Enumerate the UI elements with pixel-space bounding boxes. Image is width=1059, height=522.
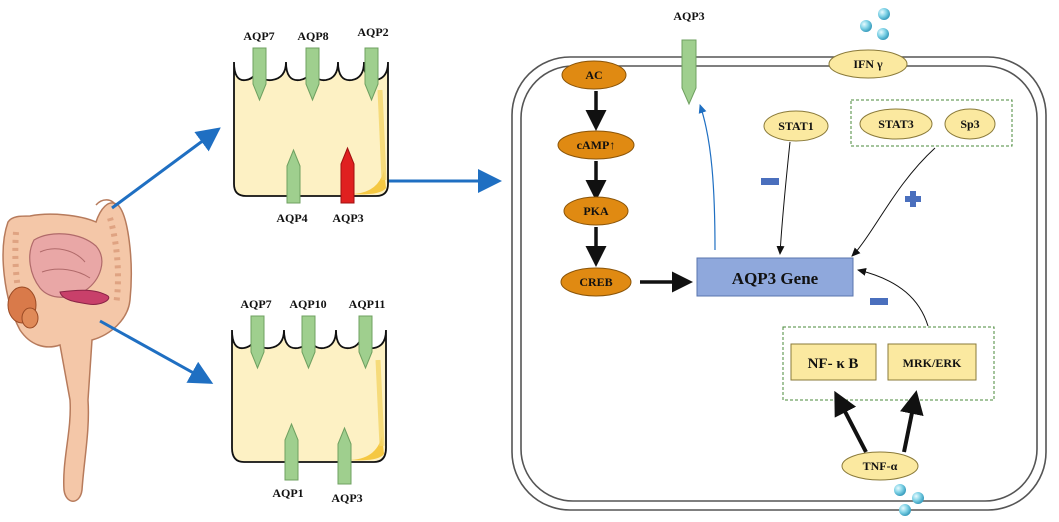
intestine-illustration — [2, 199, 132, 502]
membrane-aqp3-label: AQP3 — [673, 9, 704, 23]
aqp3-gene-box — [696, 257, 854, 297]
bottom-label-aqp10: AQP10 — [289, 297, 326, 311]
tnf-bubbles — [894, 484, 924, 516]
sp3-label: Sp3 — [960, 117, 979, 131]
stat3-plus-sign — [905, 191, 921, 207]
bottom-label-aqp11: AQP11 — [349, 297, 386, 311]
bottom-channels — [250, 315, 373, 485]
top-label-aqp2: AQP2 — [357, 25, 388, 39]
stat1-to-gene-arrow — [776, 141, 791, 255]
top-channels — [252, 47, 379, 204]
top-label-aqp3: AQP3 — [332, 211, 363, 225]
ac-label: AC — [585, 68, 602, 82]
camp-node — [557, 130, 635, 160]
top-label-aqp4: AQP4 — [276, 211, 307, 225]
ifn-gamma-node — [828, 49, 908, 79]
ifn-gamma-label: IFN γ — [853, 57, 883, 71]
gene-to-membrane-arrow — [698, 104, 716, 251]
stat3-to-gene-arrow — [851, 147, 936, 257]
tnf-alpha-node — [841, 451, 919, 481]
stat3-node — [859, 108, 933, 140]
nfkb-label: NF- κ B — [808, 356, 859, 372]
aqp3-gene-label: AQP3 Gene — [732, 269, 819, 288]
mrk-erk-label: MRK/ERK — [903, 356, 962, 370]
bottom-label-aqp3: AQP3 — [331, 491, 362, 505]
nfkb-box — [790, 343, 877, 381]
arrow-to-bottom-colonocyte — [99, 319, 214, 384]
tnf-alpha-label: TNF-α — [863, 459, 898, 473]
creb-node — [560, 267, 632, 297]
pka-node — [563, 196, 629, 226]
membrane-aqp3-channel — [681, 39, 697, 106]
stat3-sp3-group — [850, 99, 1013, 147]
stat1-label: STAT1 — [778, 119, 814, 133]
nfkb-to-gene-arrow — [857, 267, 929, 327]
stat3-label: STAT3 — [878, 117, 914, 131]
stat1-node — [763, 110, 829, 142]
top-label-aqp7: AQP7 — [243, 29, 274, 43]
nfkb-minus-sign — [870, 298, 888, 305]
tnf-to-mrk-arrow — [900, 390, 924, 453]
tnf-to-nfkb-arrow — [834, 390, 868, 453]
camp-label: cAMP↑ — [577, 138, 616, 152]
bottom-label-aqp7: AQP7 — [240, 297, 271, 311]
stat1-minus-sign — [761, 178, 779, 185]
mrk-erk-box — [887, 343, 977, 381]
nfkb-mrk-group — [782, 326, 995, 401]
pka-label: PKA — [583, 204, 609, 218]
creb-label: CREB — [579, 275, 612, 289]
top-label-aqp8: AQP8 — [297, 29, 328, 43]
sp3-node — [944, 108, 996, 140]
ifn-bubbles — [860, 8, 890, 40]
arrow-to-top-colonocyte — [111, 127, 221, 210]
ac-node — [561, 60, 627, 90]
bottom-label-aqp1: AQP1 — [272, 486, 303, 500]
